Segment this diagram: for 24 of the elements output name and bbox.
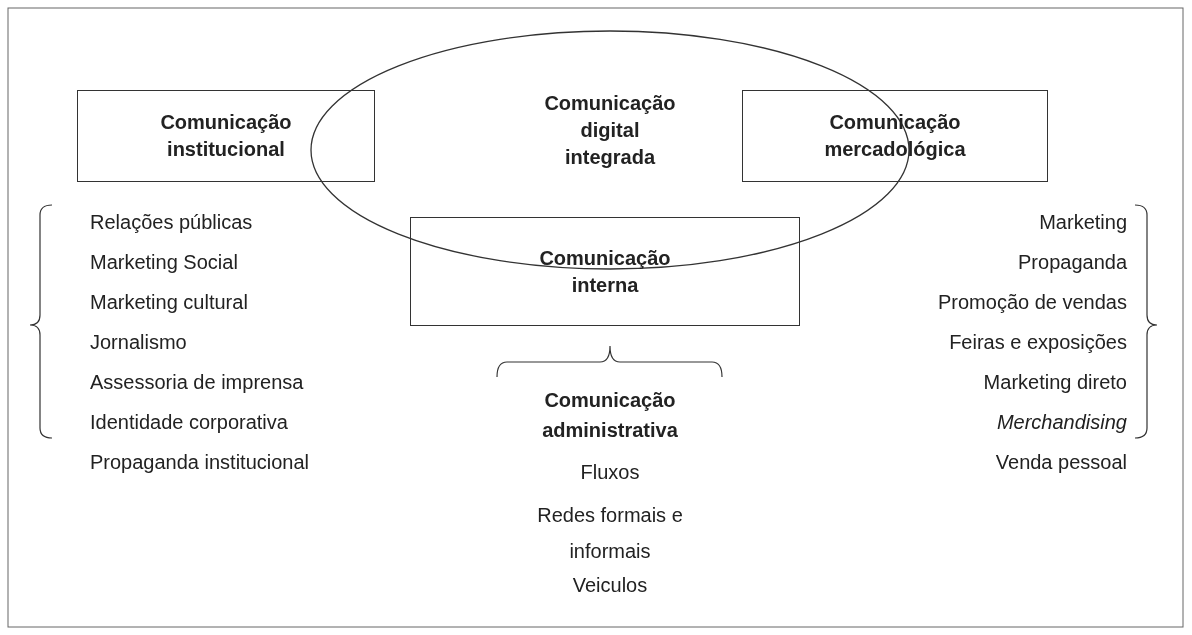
list-item: Marketing: [1039, 210, 1127, 234]
list-item: Relações públicas: [90, 210, 253, 234]
box-title: Comunicação digital integrada: [543, 90, 677, 170]
list-item: Propaganda institucional: [90, 450, 310, 474]
list-item: Marketing Social: [90, 250, 238, 274]
list-item: Redes formais e informais: [536, 503, 684, 564]
list-item: Assessoria de imprensa: [90, 370, 304, 394]
list-item: Jornalismo: [90, 330, 187, 354]
category-box: [742, 90, 1048, 182]
list-item: Veiculos: [572, 573, 648, 597]
box-title: Comunicação interna: [538, 245, 672, 298]
box-title: Comunicação institucional: [159, 110, 293, 162]
list-item: Promoção de vendas: [938, 290, 1127, 314]
list-item: Propaganda: [1018, 250, 1127, 274]
list-item: Venda pessoal: [995, 450, 1127, 474]
category-box: [77, 90, 375, 182]
section-heading: Comunicação administrativa: [541, 388, 679, 443]
list-item: Feiras e exposições: [949, 330, 1127, 354]
list-item: Merchandising: [996, 410, 1127, 434]
list-item: Fluxos: [580, 460, 640, 484]
list-item: Marketing cultural: [90, 290, 248, 314]
list-item: Marketing direto: [983, 370, 1127, 394]
category-box: [410, 217, 800, 326]
list-item: Identidade corporativa: [90, 410, 288, 434]
